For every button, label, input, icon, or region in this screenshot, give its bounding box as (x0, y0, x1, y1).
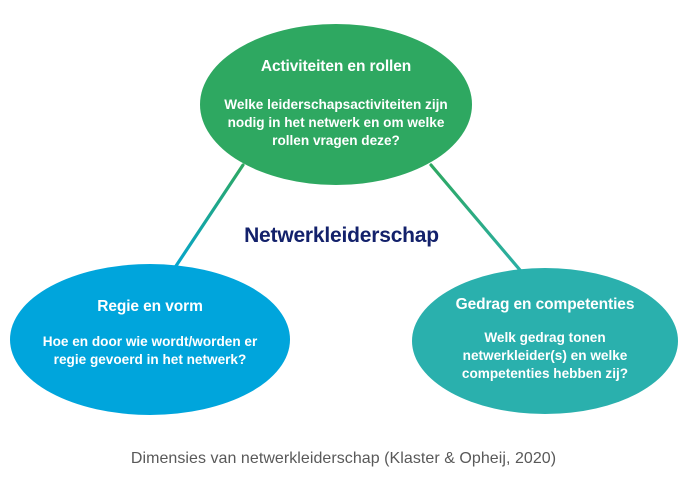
node-regie-en-vorm[interactable]: Regie en vorm Hoe en door wie wordt/word… (10, 264, 290, 415)
connector-activiteiten-gedrag (429, 163, 533, 285)
diagram-center-label-text: Netwerkleiderschap (244, 224, 439, 247)
node-activiteiten-title: Activiteiten en rollen (260, 58, 412, 75)
diagram-caption-text: Dimensies van netwerkleiderschap (Klaste… (130, 450, 557, 467)
node-gedrag-title: Gedrag en competenties (455, 296, 635, 313)
node-regie-body: Hoe en door wie wordt/worden er regie ge… (42, 333, 258, 367)
diagram-center-label: Netwerkleiderschap (0, 224, 687, 248)
node-regie-title: Regie en vorm (97, 298, 203, 315)
node-activiteiten-body: Welke leiderschapsactiviteiten zijn nodi… (224, 96, 448, 148)
diagram-caption: Dimensies van netwerkleiderschap (Klaste… (0, 450, 687, 468)
node-gedrag-en-competenties[interactable]: Gedrag en competenties Welk gedrag tonen… (412, 268, 678, 414)
node-gedrag-body: Welk gedrag tonen netwerkleider(s) en we… (461, 329, 629, 381)
connector-activiteiten-regie (164, 163, 245, 283)
node-activiteiten-en-rollen[interactable]: Activiteiten en rollen Welke leiderschap… (200, 24, 472, 185)
